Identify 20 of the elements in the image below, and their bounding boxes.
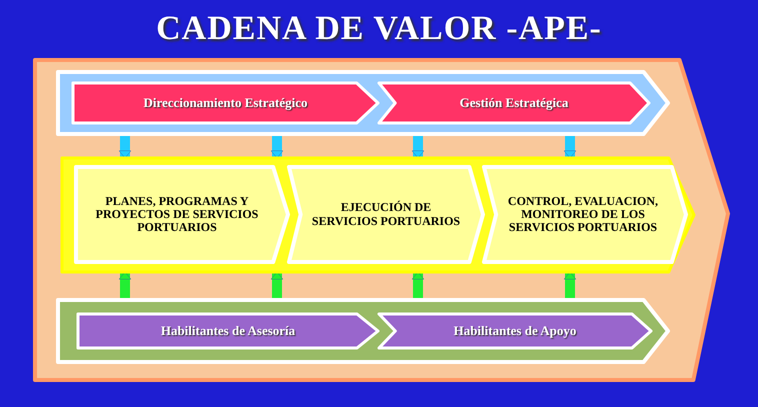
chevron-band xyxy=(62,158,694,272)
chevron-step: PLANES, PROGRAMAS Y PROYECTOS DE SERVICIOS PORTUARIOS xyxy=(76,167,288,262)
block-arrow xyxy=(270,272,284,300)
chevron-step: Gestión Estratégica xyxy=(379,83,649,123)
block-arrow xyxy=(412,272,424,300)
value-chain-arrow xyxy=(35,60,728,380)
block-arrow xyxy=(118,134,132,158)
block-arrow xyxy=(412,134,424,158)
chevron-step: Direccionamiento Estratégico xyxy=(73,83,378,123)
block-arrow xyxy=(118,272,132,300)
title: CADENA DE VALOR -APE- xyxy=(155,10,603,48)
block-arrow xyxy=(564,272,576,300)
chevron-band xyxy=(58,72,668,134)
chevron-band xyxy=(58,300,668,362)
block-arrow xyxy=(270,134,284,158)
chevron-step: EJECUCIÓN DE SERVICIOS PORTUARIOS xyxy=(289,167,483,262)
chevron-step: Habilitantes de Asesoría xyxy=(78,314,378,348)
block-arrow xyxy=(564,134,576,158)
chevron-step: Habilitantes de Apoyo xyxy=(379,314,651,348)
chevron-step: CONTROL, EVALUACION, MONITOREO DE LOS SERVICIOS PORTUARIOS xyxy=(484,167,686,262)
